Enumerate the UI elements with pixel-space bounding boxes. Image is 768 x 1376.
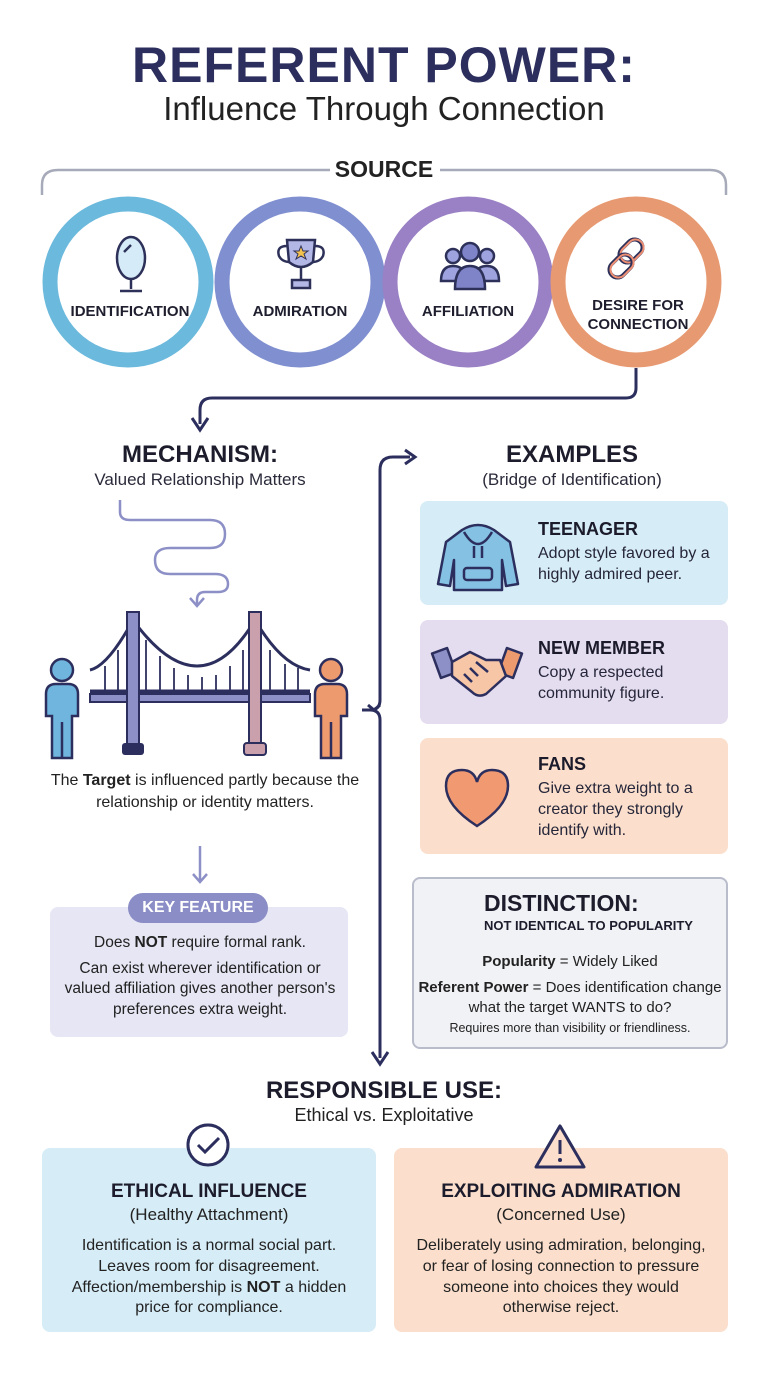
distinction-popularity: Popularity = Widely Liked <box>416 952 724 972</box>
examples-subtitle: (Bridge of Identification) <box>482 470 662 489</box>
group-icon <box>439 241 501 291</box>
example-title-new-member: NEW MEMBER <box>538 638 665 658</box>
example-title-fans: FANS <box>538 754 587 774</box>
trophy-icon <box>277 238 325 290</box>
popularity-term: Popularity <box>482 953 556 970</box>
distinction-referent-power: Referent Power = Does identification cha… <box>416 978 724 1017</box>
target-text-pre: The <box>50 772 83 789</box>
exploit-title: EXPLOITING ADMIRATION <box>441 1181 681 1202</box>
chain-link-icon <box>607 237 645 280</box>
popularity-definition: = Widely Liked <box>555 953 658 970</box>
ring-desire-for-connection <box>550 196 722 368</box>
mechanism-title: MECHANISM: <box>122 441 278 468</box>
key-feature-line1: Does NOT require formal rank. <box>56 933 344 953</box>
responsible-use-subtitle: Ethical vs. Exploitative <box>294 1105 474 1125</box>
exploiting-admiration-card <box>394 1148 728 1332</box>
source-to-mechanism-arrow <box>198 368 638 424</box>
ethical-text: Identification is a normal social part. … <box>56 1236 362 1319</box>
mechanism-wavy-arrow <box>118 500 230 604</box>
example-text-new-member: Copy a respected community figure. <box>538 664 665 702</box>
key-line1-post: require formal rank. <box>167 934 306 951</box>
mechanism-subtitle: Valued Relationship Matters <box>94 470 306 489</box>
key-line1-pre: Does <box>94 934 135 951</box>
examples-title: EXAMPLES <box>505 441 639 468</box>
ethical-title: ETHICAL INFLUENCE <box>111 1181 307 1202</box>
ring-label-line: DESIRE FOR <box>592 297 684 314</box>
ring-label-affiliation: AFFILIATION <box>421 303 515 320</box>
person-left-icon <box>44 657 80 760</box>
ring-label-identification: IDENTIFICATION <box>70 303 190 320</box>
ethical-text-post: a hidden price for compliance. <box>135 1278 347 1317</box>
ring-label-line: CONNECTION <box>587 315 689 333</box>
page-subtitle: Influence Through Connection <box>163 90 605 127</box>
distinction-box <box>412 877 728 1049</box>
key-feature-line2: Can exist wherever identification or val… <box>64 960 336 1018</box>
referent-power-definition: = Does identification change what the ta… <box>468 979 722 1016</box>
distinction-note: Requires more than visibility or friendl… <box>449 1021 691 1035</box>
distinction-subtitle: NOT IDENTICAL TO POPULARITY <box>484 918 693 933</box>
source-label: SOURCE <box>334 156 434 182</box>
key-feature-label: KEY FEATURE <box>128 893 268 923</box>
person-right-icon <box>313 657 349 760</box>
key-line1-bold: NOT <box>134 934 168 951</box>
target-word: Target <box>82 772 131 789</box>
bridge-icon <box>89 611 311 756</box>
ethical-influence-card <box>42 1148 376 1332</box>
responsible-use-title: RESPONSIBLE USE: <box>265 1077 503 1104</box>
ethical-text-bold: NOT <box>246 1278 281 1296</box>
key-feature-box <box>50 907 348 1037</box>
example-title-teenager: TEENAGER <box>538 519 639 539</box>
target-text-post: is influenced partly because the relatio… <box>96 772 360 811</box>
example-text-fans: Give extra weight to a creator they stro… <box>538 780 693 839</box>
ethical-text-pre: Identification is a normal social part. … <box>71 1237 337 1296</box>
example-text-teenager: Adopt style favored by a highly admired … <box>538 545 710 583</box>
ring-label-desire-for-connection: DESIRE FOR CONNECTION <box>576 297 700 335</box>
target-description: The Target is influenced partly because … <box>40 770 370 813</box>
page-title: REFERENT POWER: <box>132 37 636 93</box>
source-bracket <box>40 168 728 195</box>
ring-identification <box>42 196 214 368</box>
ethical-subtitle: (Healthy Attachment) <box>129 1205 289 1224</box>
mirror-icon <box>115 235 147 293</box>
ring-label-admiration: ADMIRATION <box>252 303 348 320</box>
distinction-title: DISTINCTION: <box>484 890 639 916</box>
referent-power-term: Referent Power <box>418 979 529 996</box>
exploit-subtitle: (Concerned Use) <box>496 1205 626 1224</box>
exploit-text: Deliberately using admiration, belonging… <box>416 1237 706 1317</box>
